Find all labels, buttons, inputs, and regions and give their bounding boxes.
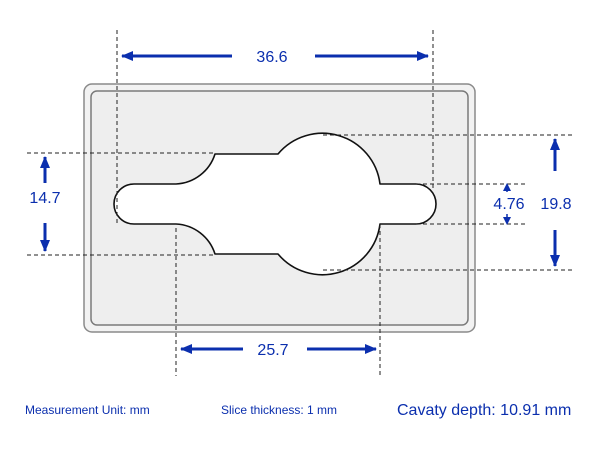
slice-thickness-label: Slice thickness: 1 mm (221, 403, 338, 417)
dim-left-height: 14.7 (29, 190, 60, 207)
dim-overall-length: 36.6 (256, 49, 287, 66)
extension-lines (27, 30, 573, 376)
measurement-unit-label: Measurement Unit: mm (25, 403, 150, 417)
dim-center-width: 25.7 (257, 342, 288, 359)
slot-arrows (503, 183, 511, 225)
dim-slot-height: 4.76 (493, 196, 524, 213)
dimension-arrows (40, 51, 560, 354)
dim-right-height: 19.8 (540, 196, 571, 213)
cavity-depth-label: Cavaty depth: 10.91 mm (397, 402, 572, 419)
